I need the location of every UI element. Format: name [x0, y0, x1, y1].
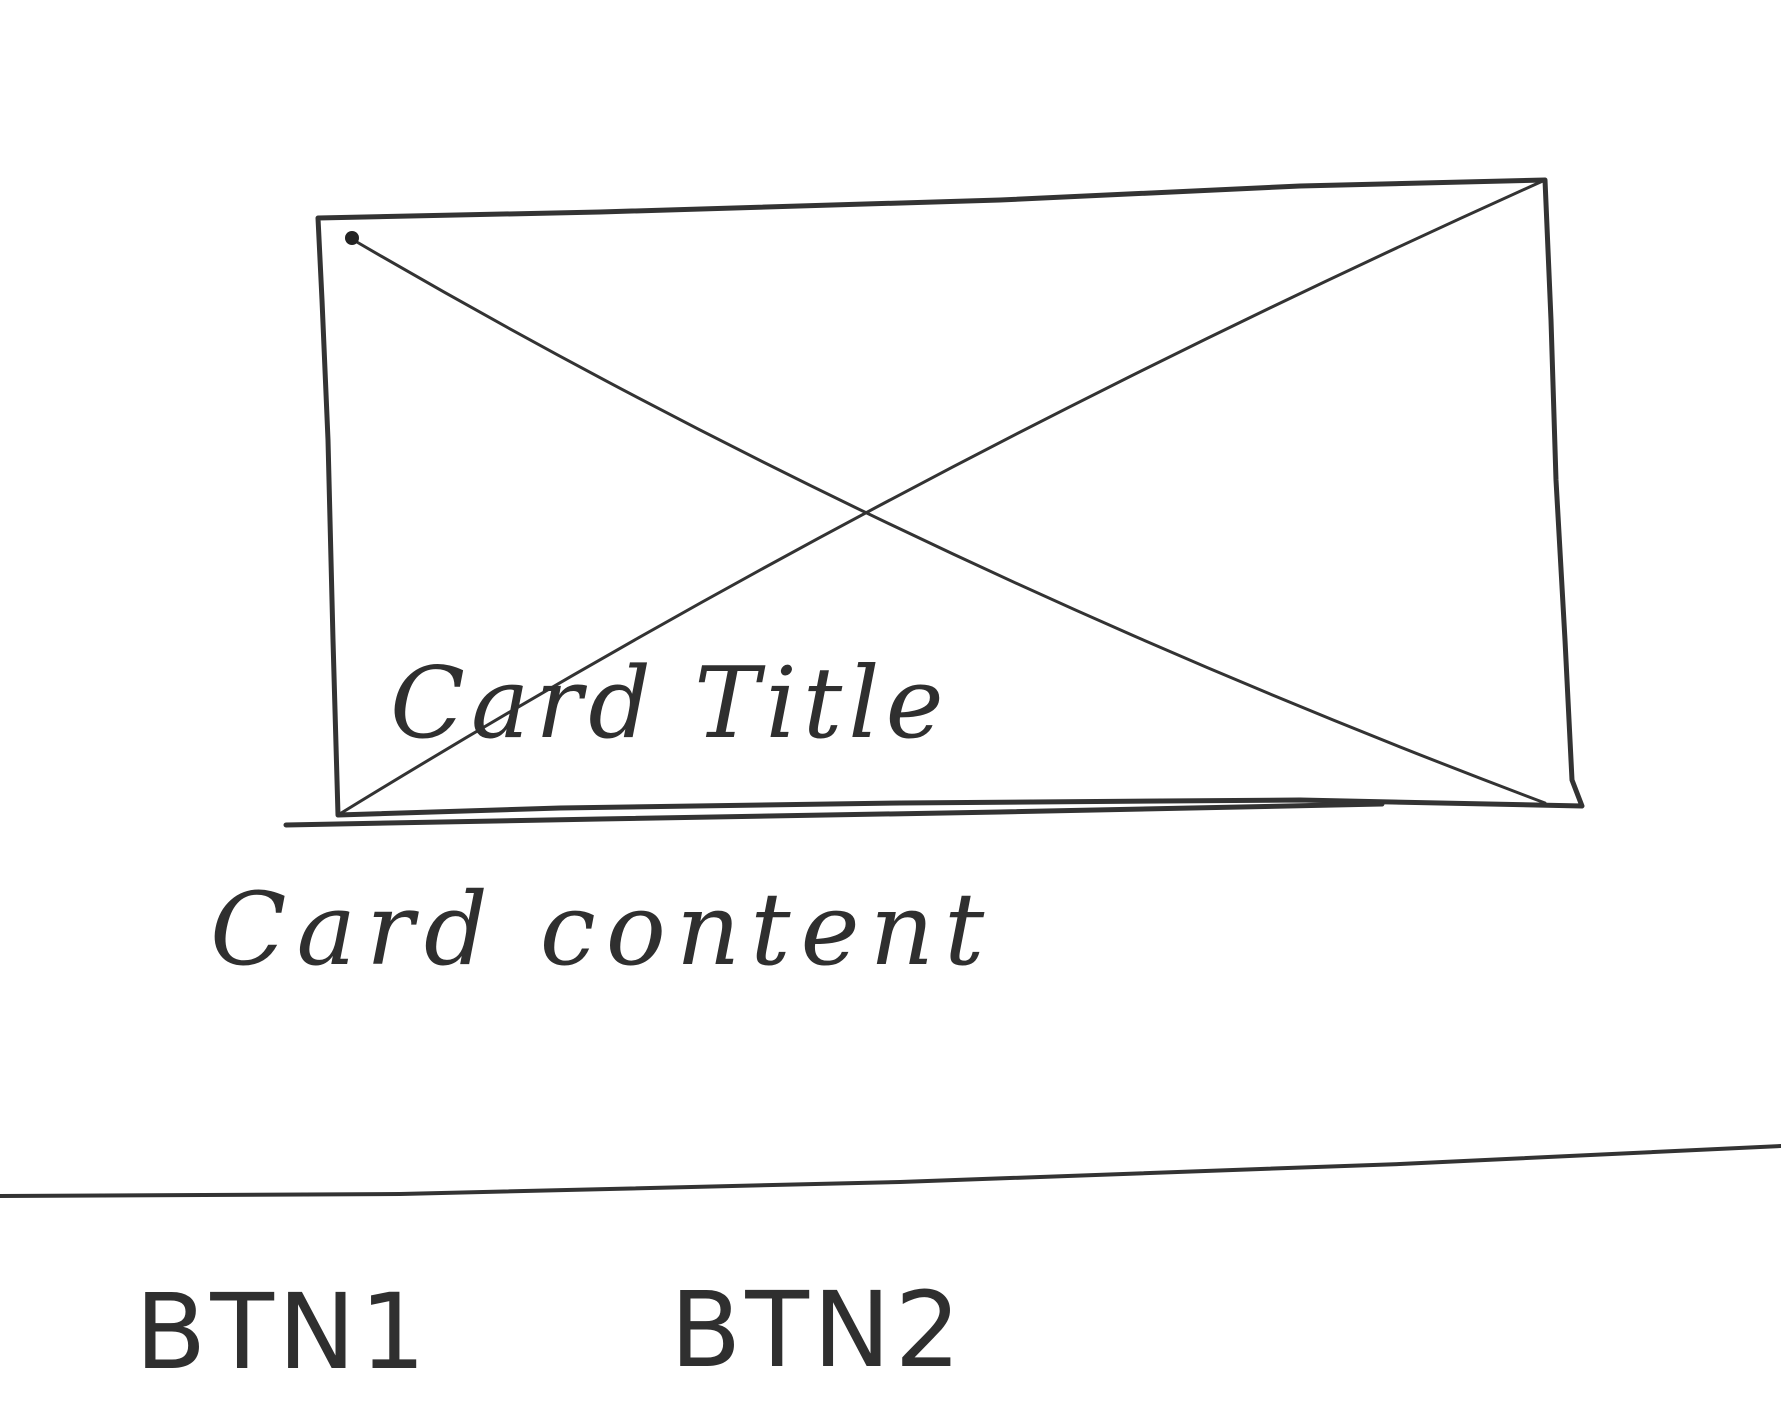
- btn1-button[interactable]: BTN1: [135, 1271, 430, 1393]
- image-placeholder-diagonal-1: [348, 236, 1547, 805]
- btn2-button[interactable]: BTN2: [670, 1269, 965, 1391]
- card-title: Card Title: [390, 647, 950, 761]
- footer-divider: [0, 1144, 1781, 1198]
- image-placeholder-bottom-edge: [283, 801, 1385, 828]
- image-placeholder-frame: [315, 177, 1585, 818]
- ink-dot: [345, 231, 359, 245]
- card-content: Card content: [210, 871, 995, 988]
- image-placeholder-diagonal-2: [336, 178, 1547, 817]
